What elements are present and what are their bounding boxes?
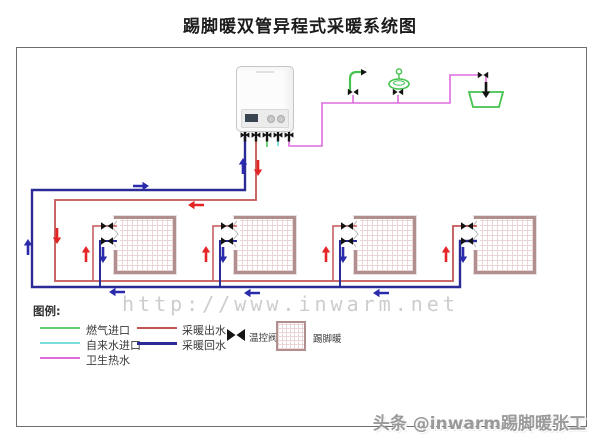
baseboard-heating-icon [276,321,306,351]
legend-label-tap-water-inlet: 自来水进口 [86,339,141,352]
boiler-knob [277,115,285,123]
radiator-loop-2 [234,216,296,274]
diagram-title: 踢脚暖双管异程式采暖系统图 [183,17,417,37]
legend-label-sanitary-hot-water: 卫生热水 [86,354,130,367]
boiler-logo [256,71,274,73]
thermostat-valve-icon [227,329,245,341]
watermark-text: http://www.inwarm.net [122,292,459,316]
radiator-loop-3 [354,216,416,274]
legend-line-gas [40,327,80,329]
diagram-frame [16,47,587,427]
boiler-knob [267,115,275,123]
legend-line-dhw [40,357,80,359]
legend-heading: 图例: [33,304,61,318]
legend-line-tap-water [40,342,80,344]
legend-label-thermostat-valve: 温控阀 [249,333,278,344]
legend-line-heating-return [137,342,177,345]
radiator-loop-1 [114,216,176,274]
boiler-control-panel [241,109,289,128]
legend-line-heating-supply [137,327,177,329]
boiler-display [245,114,258,122]
radiator-loop-4 [474,216,536,274]
legend-label-heating-return: 采暖回水 [182,339,226,352]
legend-label-gas-inlet: 燃气进口 [86,324,130,337]
credit-text: 头条 @inwarm踢脚暖张工 [372,414,586,434]
legend-label-heating-supply: 采暖出水 [182,324,226,337]
boiler [236,66,294,132]
legend-label-baseboard-heating: 踢脚暖 [313,334,342,345]
